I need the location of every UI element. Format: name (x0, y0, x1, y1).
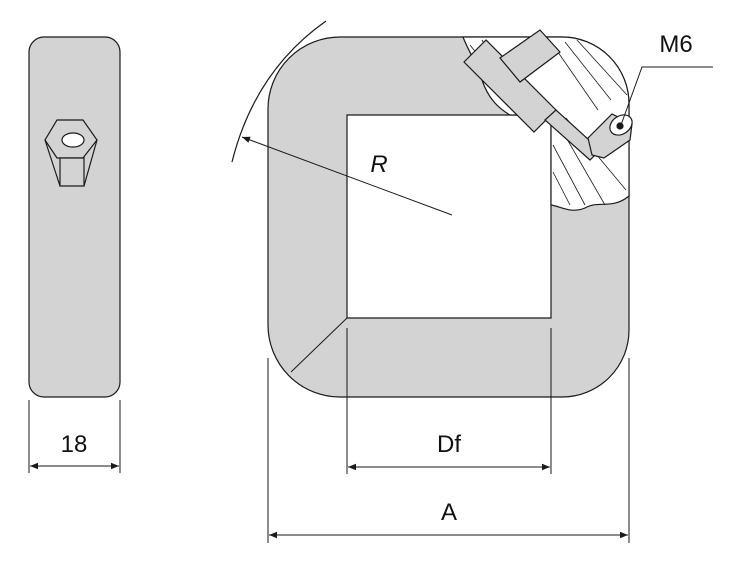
inner-dimension (346, 328, 552, 474)
inner-dimension-label: Df (437, 431, 461, 458)
front-view: R M6 Df A (231, 20, 713, 543)
bolt-icon (463, 29, 601, 161)
radius-leader (241, 136, 453, 216)
outer-dimension (267, 358, 630, 543)
cutaway-section (462, 29, 633, 211)
outer-dimension-label: A (441, 499, 457, 526)
radius-arc (231, 20, 327, 163)
thread-label: M6 (659, 31, 692, 58)
miter-line (290, 317, 348, 373)
thread-leader (620, 66, 713, 126)
side-view-body (28, 36, 121, 398)
thickness-dimension (28, 400, 121, 473)
side-view: 18 (28, 36, 121, 473)
nut-icon (44, 119, 98, 187)
radius-label: R (370, 151, 387, 178)
thickness-label: 18 (61, 431, 88, 458)
